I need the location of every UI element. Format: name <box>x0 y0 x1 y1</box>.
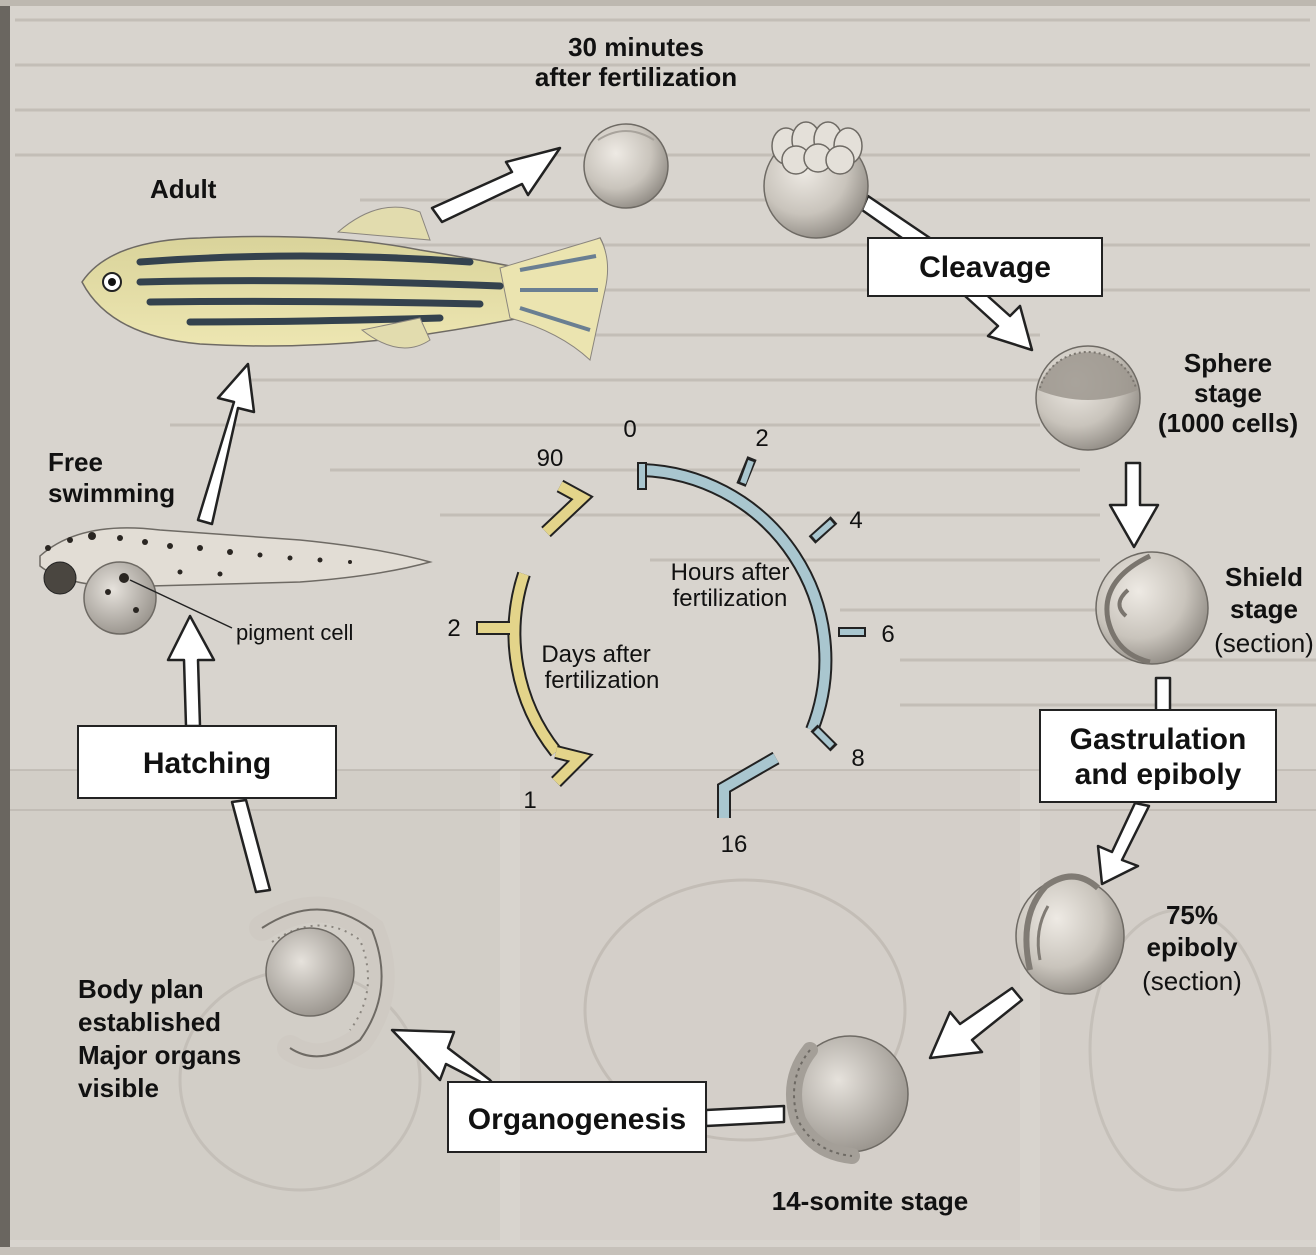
arrow-shield-to-gastrulation <box>1156 678 1170 712</box>
egg-30min-illustration <box>584 124 668 208</box>
label-75epiboly-line3: (section) <box>1142 966 1242 996</box>
cleavage-embryo-illustration <box>764 122 868 238</box>
page-edge-top <box>0 0 1316 6</box>
label-sphere-line2: stage <box>1194 378 1262 408</box>
hour-tick-16: 16 <box>721 831 748 858</box>
gastrulation-box: Gastrulation and epiboly <box>1040 710 1276 802</box>
sphere-stage-illustration <box>1036 346 1140 450</box>
label-bodyplan-line4: visible <box>78 1073 159 1103</box>
label-bodyplan-line1: Body plan <box>78 974 204 1004</box>
label-30min-line1: 30 minutes <box>568 32 704 62</box>
label-shield-line2: stage <box>1230 594 1298 624</box>
gastrulation-label-line1: Gastrulation <box>1070 723 1247 756</box>
hatching-box: Hatching <box>78 726 336 798</box>
hour-tick-4: 4 <box>849 507 862 534</box>
hatching-label: Hatching <box>143 747 271 780</box>
hours-label-line2: fertilization <box>673 585 788 612</box>
label-75epiboly-line2: epiboly <box>1146 932 1238 962</box>
label-pigment-cell: pigment cell <box>236 620 353 645</box>
label-shield-line3: (section) <box>1214 628 1314 658</box>
label-14somite: 14-somite stage <box>772 1186 969 1216</box>
hour-tick-2: 2 <box>755 425 768 452</box>
page-edge-left <box>0 0 10 1255</box>
organogenesis-box: Organogenesis <box>448 1082 706 1152</box>
label-bodyplan-line3: Major organs <box>78 1040 241 1070</box>
label-sphere-line3: (1000 cells) <box>1158 408 1298 438</box>
label-free-swimming-line1: Free <box>48 447 103 477</box>
hour-tick-0: 0 <box>623 416 636 443</box>
epiboly-75-illustration <box>1016 876 1124 994</box>
cleavage-label: Cleavage <box>919 251 1051 284</box>
label-adult: Adult <box>150 174 217 204</box>
gastrulation-label-line2: and epiboly <box>1075 758 1242 791</box>
label-bodyplan-line2: established <box>78 1007 221 1037</box>
label-30min-line2: after fertilization <box>535 62 737 92</box>
label-sphere-line1: Sphere <box>1184 348 1272 378</box>
day-tick-2: 2 <box>447 615 460 642</box>
day-tick-90: 90 <box>537 445 564 472</box>
cleavage-box: Cleavage <box>868 238 1102 296</box>
days-label-line2: fertilization <box>545 667 660 694</box>
day-tick-1: 1 <box>523 787 536 814</box>
hour-tick-8: 8 <box>851 745 864 772</box>
organogenesis-label: Organogenesis <box>468 1103 686 1136</box>
days-label-line1: Days after <box>541 641 650 668</box>
label-75epiboly-line1: 75% <box>1166 900 1218 930</box>
page-edge-bottom <box>0 1247 1316 1255</box>
arrow-14somite-to-organogenesis <box>706 1106 784 1126</box>
hours-label-line1: Hours after <box>671 559 790 586</box>
label-shield-line1: Shield <box>1225 562 1303 592</box>
shield-stage-illustration <box>1096 552 1208 664</box>
label-free-swimming-line2: swimming <box>48 478 175 508</box>
hour-tick-6: 6 <box>881 621 894 648</box>
